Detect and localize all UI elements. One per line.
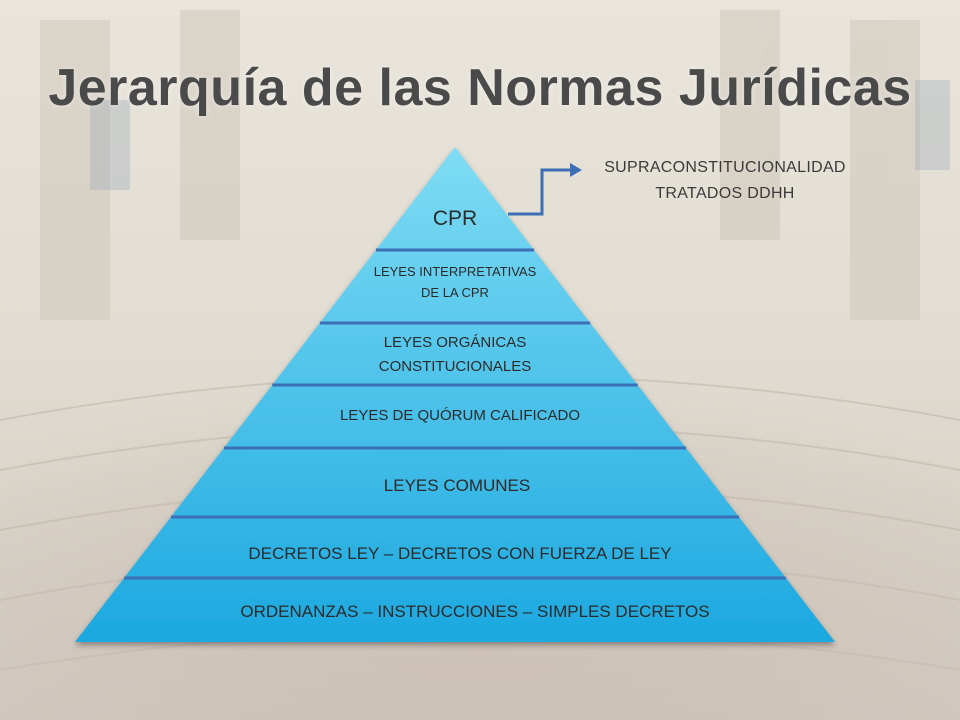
pyramid-level-7-label: ORDENANZAS – INSTRUCCIONES – SIMPLES DEC… bbox=[240, 602, 709, 621]
callout-arrowhead bbox=[570, 163, 582, 177]
page-title: Jerarquía de las Normas Jurídicas bbox=[48, 59, 912, 117]
pyramid-level-2-label: DE LA CPR bbox=[421, 285, 489, 300]
supraconstitutionality-note: SUPRACONSTITUCIONALIDAD TRATADOS DDHH bbox=[575, 155, 875, 207]
pyramid-level-5-label: LEYES COMUNES bbox=[384, 476, 530, 495]
pyramid-level-1-label: CPR bbox=[433, 207, 477, 230]
pyramid-level-6-label: DECRETOS LEY – DECRETOS CON FUERZA DE LE… bbox=[248, 544, 671, 563]
note-line-1: SUPRACONSTITUCIONALIDAD bbox=[604, 159, 846, 176]
pyramid-level-2-label: LEYES INTERPRETATIVAS bbox=[374, 264, 537, 279]
pyramid-level-4-label: LEYES DE QUÓRUM CALIFICADO bbox=[340, 407, 580, 424]
note-line-2: TRATADOS DDHH bbox=[655, 185, 795, 202]
pyramid-level-3-label: LEYES ORGÁNICAS bbox=[384, 334, 527, 351]
pyramid-level-3-label: CONSTITUCIONALES bbox=[379, 358, 532, 375]
callout-connector bbox=[508, 168, 572, 216]
